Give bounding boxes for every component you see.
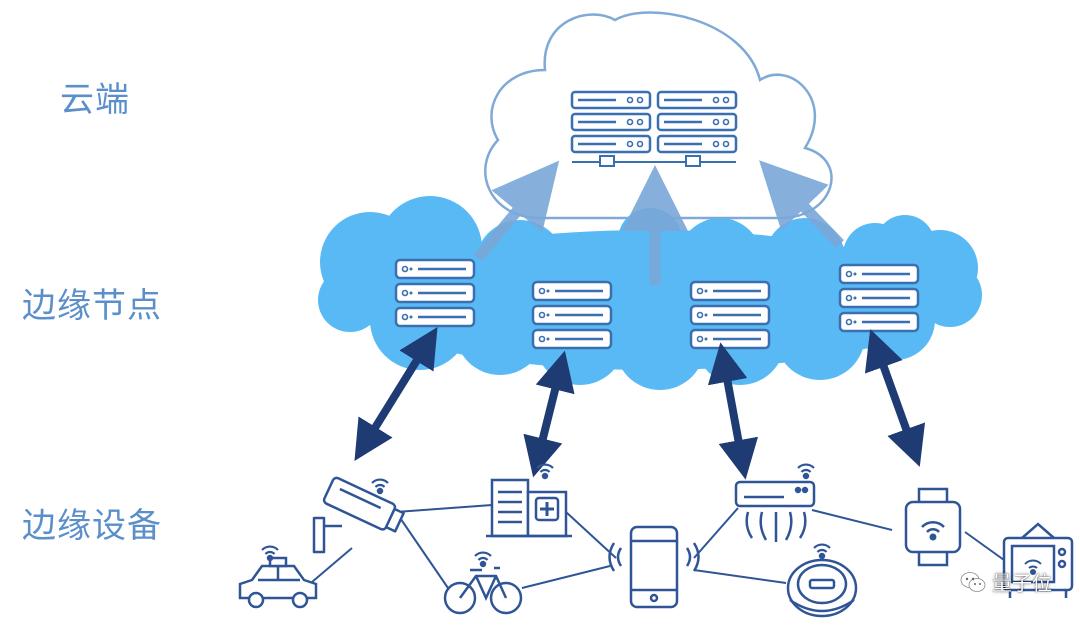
television-icon: [1002, 522, 1074, 598]
bicycle-icon: [443, 551, 523, 615]
edge-server-icon: [533, 282, 611, 348]
edge-server-icon: [396, 260, 474, 326]
air-conditioner-icon: [734, 463, 816, 542]
hospital-building-icon: [486, 463, 572, 538]
smartwatch-icon: [904, 487, 962, 567]
wechat-icon: [960, 571, 986, 592]
edge-server-icon: [691, 282, 769, 348]
cloud-server-icon: [570, 90, 738, 167]
device-links: [311, 504, 1005, 589]
link-arrow-2: [523, 350, 575, 478]
tier-label-edge-nodes: 边缘节点: [22, 286, 162, 326]
edge-server-icon: [840, 265, 918, 331]
taxi-icon: [238, 545, 318, 609]
link-arrow-1: [354, 327, 438, 461]
surveillance-camera-icon: [312, 476, 405, 554]
top-cloud: [484, 11, 833, 220]
robot-vacuum-icon: [786, 543, 858, 618]
link-arrow-3: [707, 342, 759, 480]
tier-label-cloud: 云端: [60, 80, 130, 120]
bidirectional-arrows: [354, 327, 926, 480]
up-arrow-left: [473, 160, 560, 262]
link-arrow-4: [864, 329, 926, 467]
up-arrow-right: [759, 160, 844, 248]
upload-arrows: [473, 160, 844, 285]
smartphone-icon: [608, 525, 700, 609]
tier-label-edge-devices: 边缘设备: [22, 506, 162, 546]
watermark-text: 量子位: [992, 571, 1052, 595]
watermark: 量子位: [960, 567, 1052, 596]
